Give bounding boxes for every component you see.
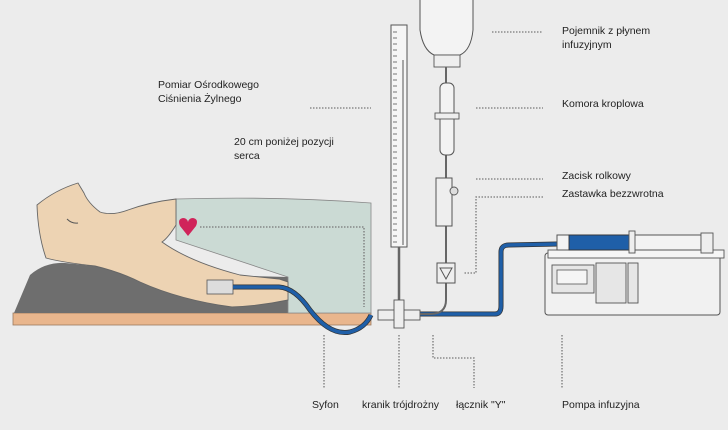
heart-icon bbox=[179, 218, 197, 236]
label-below-heart: 20 cm poniżej pozycji serca bbox=[234, 135, 334, 163]
label-stopcock: kranik trójdrożny bbox=[362, 399, 440, 411]
catheter-connector bbox=[206, 279, 234, 295]
label-cvp: Pomiar Ośrodkowego Ciśnienia Żylnego bbox=[158, 78, 259, 106]
label-drip-chamber: Komora kroplowa bbox=[562, 98, 644, 110]
label-container: Pojemnik z płynem infuzyjnym bbox=[562, 24, 650, 52]
manometer-scale bbox=[390, 24, 408, 248]
label-cvp-line1: Pomiar Ośrodkowego bbox=[158, 79, 259, 91]
label-below-heart-line1: 20 cm poniżej pozycji bbox=[234, 136, 334, 148]
label-below-heart-line2: serca bbox=[234, 150, 260, 162]
manometer-ticks bbox=[393, 31, 397, 243]
label-cvp-line2: Ciśnienia Żylnego bbox=[158, 93, 242, 105]
label-container-line2: infuzyjnym bbox=[562, 39, 612, 51]
patient-body bbox=[36, 182, 289, 308]
label-pump: Pompa infuzyjna bbox=[562, 399, 640, 411]
label-y-connector: łącznik "Y" bbox=[456, 399, 506, 411]
leader-lines bbox=[200, 31, 563, 388]
label-container-line1: Pojemnik z płynem bbox=[562, 25, 651, 37]
closed-eye bbox=[66, 218, 79, 224]
label-siphon: Syfon bbox=[312, 399, 339, 411]
infusion-container bbox=[419, 0, 474, 56]
label-check-valve: Zastawka bezzwrotna bbox=[562, 188, 664, 200]
syringe-fluid bbox=[568, 234, 632, 251]
label-roller-clamp: Zacisk rolkowy bbox=[562, 170, 631, 182]
roller-clamp bbox=[435, 177, 453, 227]
